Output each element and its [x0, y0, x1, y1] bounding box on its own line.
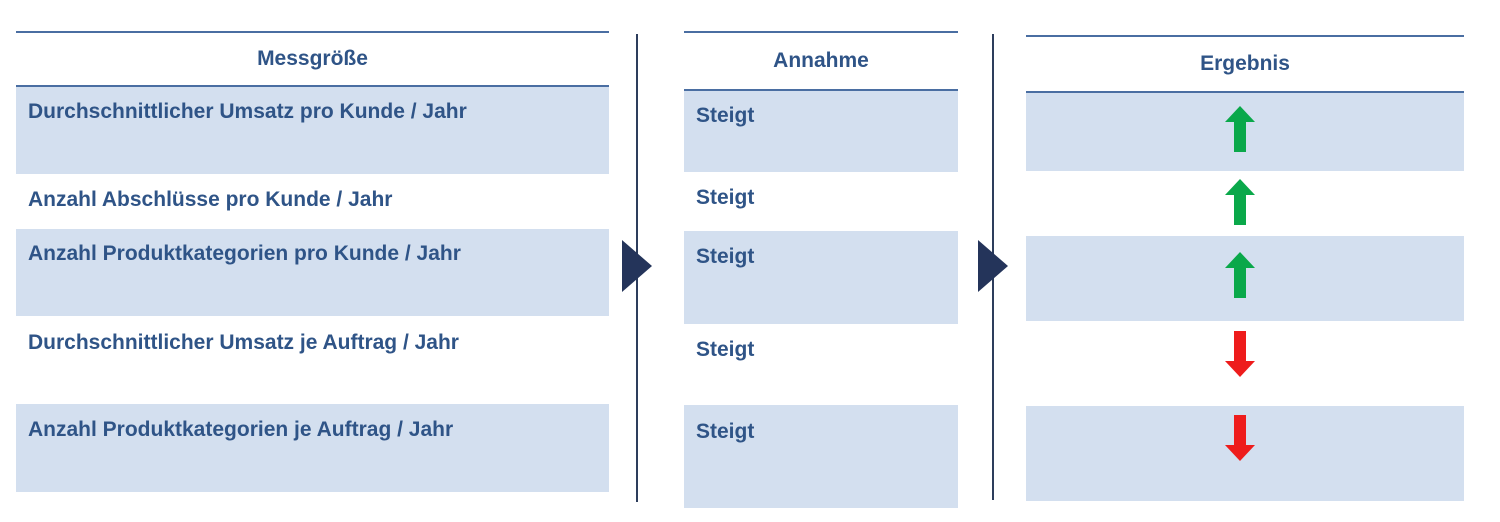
assumption-label: Steigt [696, 186, 755, 209]
assumption-label: Steigt [696, 245, 755, 268]
up-arrow-icon [1225, 106, 1255, 152]
chevron-right-icon [622, 240, 652, 292]
assumption-label: Steigt [696, 420, 755, 443]
assumption-row-5: Steigt [684, 405, 958, 508]
down-arrow-icon [1225, 331, 1255, 377]
assumption-row-1: Steigt [684, 91, 958, 172]
up-arrow-icon [1225, 179, 1255, 225]
result-row-5 [1026, 406, 1464, 501]
measure-label: Durchschnittlicher Umsatz je Auftrag / J… [28, 331, 459, 354]
measure-row-3: Anzahl Produktkategorien pro Kunde / Jah… [16, 229, 609, 316]
assumption-label: Steigt [696, 104, 755, 127]
header-ergebnis: Ergebnis [1026, 35, 1464, 93]
measure-label: Anzahl Produktkategorien pro Kunde / Jah… [28, 242, 461, 265]
measure-label: Anzahl Abschlüsse pro Kunde / Jahr [28, 188, 393, 211]
header-annahme: Annahme [684, 31, 958, 91]
result-row-4 [1026, 321, 1464, 406]
measure-label: Anzahl Produktkategorien je Auftrag / Ja… [28, 418, 454, 441]
assumption-row-3: Steigt [684, 231, 958, 324]
measure-row-4: Durchschnittlicher Umsatz je Auftrag / J… [16, 316, 609, 404]
measure-row-5: Anzahl Produktkategorien je Auftrag / Ja… [16, 404, 609, 492]
measure-label: Durchschnittlicher Umsatz pro Kunde / Ja… [28, 100, 467, 123]
header-ergebnis-label: Ergebnis [1200, 52, 1290, 75]
header-messgroesse: Messgröße [16, 31, 609, 87]
measure-row-2: Anzahl Abschlüsse pro Kunde / Jahr [16, 174, 609, 229]
down-arrow-icon [1225, 415, 1255, 461]
assumption-label: Steigt [696, 338, 755, 361]
result-row-2 [1026, 171, 1464, 236]
measure-row-1: Durchschnittlicher Umsatz pro Kunde / Ja… [16, 87, 609, 174]
header-annahme-label: Annahme [773, 49, 869, 72]
header-messgroesse-label: Messgröße [257, 47, 368, 70]
result-row-3 [1026, 236, 1464, 321]
up-arrow-icon [1225, 252, 1255, 298]
chevron-right-icon [978, 240, 1008, 292]
assumption-row-2: Steigt [684, 172, 958, 231]
result-row-1 [1026, 93, 1464, 171]
assumption-row-4: Steigt [684, 324, 958, 405]
